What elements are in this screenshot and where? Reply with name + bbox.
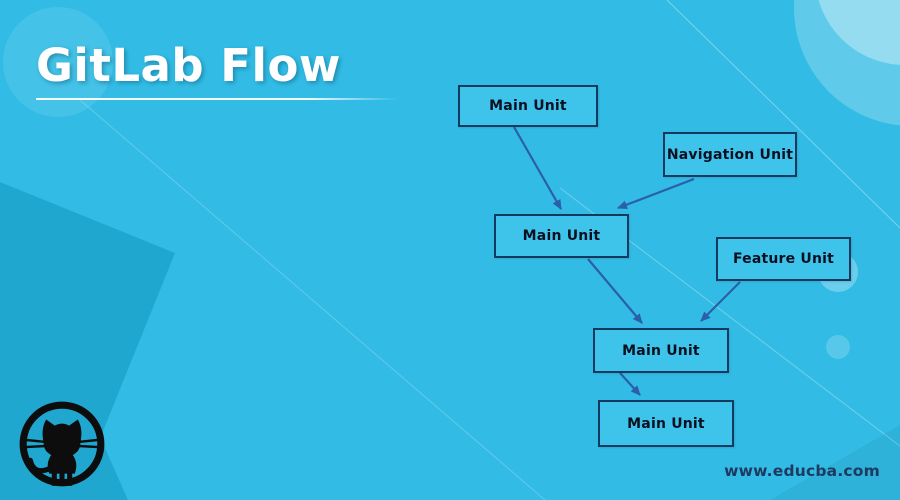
header: GitLab Flow	[36, 40, 398, 100]
node-label: Main Unit	[627, 415, 705, 432]
watermark-url: www.educba.com	[724, 462, 880, 480]
node-label: Main Unit	[622, 342, 700, 359]
node-main-unit-3: Main Unit	[593, 328, 729, 373]
page-title: GitLab Flow	[36, 39, 341, 92]
node-main-unit-2: Main Unit	[494, 214, 629, 258]
node-label: Main Unit	[489, 98, 567, 114]
node-main-unit-1: Main Unit	[458, 85, 598, 127]
decor-corner-bottom-right	[770, 425, 900, 500]
node-label: Main Unit	[522, 228, 601, 244]
title-underline	[36, 97, 398, 100]
node-main-unit-4: Main Unit	[598, 400, 734, 447]
decor-circle-right-small	[826, 335, 850, 359]
decor-line-3	[79, 99, 546, 500]
node-label: Navigation Unit	[666, 146, 794, 163]
octocat-logo-icon	[19, 401, 105, 487]
node-navigation-unit: Navigation Unit	[663, 132, 797, 177]
decor-circle-top-left	[3, 7, 113, 117]
node-label: Feature Unit	[732, 251, 835, 267]
decor-line-1	[666, 0, 900, 229]
decor-circle-top-right-inner	[818, 0, 900, 65]
node-feature-unit: Feature Unit	[716, 237, 851, 281]
decor-circle-top-right-outer	[794, 0, 900, 126]
